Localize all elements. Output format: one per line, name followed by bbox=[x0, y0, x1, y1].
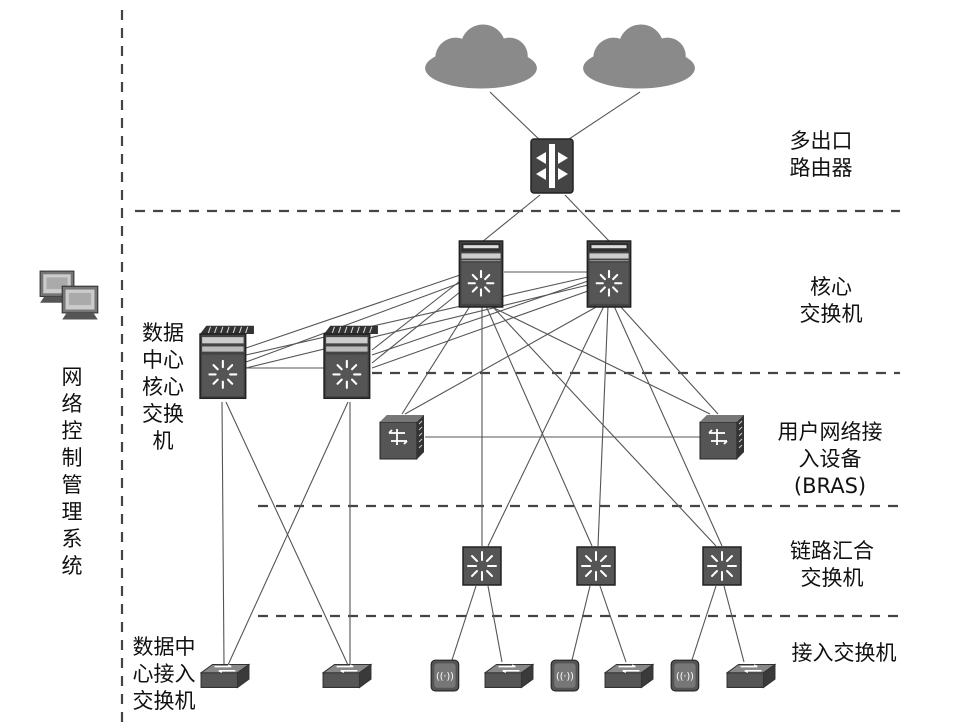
connection-line bbox=[401, 305, 471, 415]
cloud-icon bbox=[583, 24, 695, 89]
connection-line bbox=[245, 284, 589, 369]
connection-line bbox=[597, 305, 609, 547]
core-switch-label: 核心 交换机 bbox=[799, 275, 863, 326]
aggregation-switch-icon bbox=[462, 546, 502, 586]
connection-line bbox=[221, 401, 225, 666]
access-switch-label: 接入交换机 bbox=[791, 641, 897, 665]
dc-core-switch-icon bbox=[322, 324, 380, 400]
access-switch-icon bbox=[726, 663, 776, 689]
access-switch-icon bbox=[484, 663, 534, 689]
connection-line bbox=[245, 282, 461, 363]
connection-line bbox=[371, 280, 461, 351]
access-switch-icon bbox=[604, 663, 654, 689]
connection-line bbox=[371, 291, 461, 364]
connection-line bbox=[564, 194, 611, 243]
connection-line bbox=[371, 280, 589, 356]
connection-line bbox=[481, 194, 541, 243]
connection-line bbox=[571, 585, 591, 661]
wireless-ap-icon bbox=[430, 659, 460, 692]
dc-access-switch-icon bbox=[322, 663, 372, 689]
connection-line bbox=[613, 305, 723, 547]
dc-access-switch-label: 数据中 心接入 交换机 bbox=[132, 635, 196, 713]
connection-line bbox=[491, 305, 717, 547]
management-computers-icon bbox=[39, 270, 99, 321]
connection-line bbox=[485, 305, 593, 547]
network-control-system-label: 网络控制管理系统 bbox=[61, 365, 83, 578]
connection-line bbox=[225, 401, 349, 666]
core-switch-icon bbox=[586, 240, 632, 308]
bras-icon bbox=[379, 414, 425, 460]
bras-icon bbox=[699, 414, 745, 460]
connection-line bbox=[487, 305, 605, 547]
dc-core-switch-label: 数据 中心 核心 交换 机 bbox=[142, 321, 184, 453]
connection-line bbox=[489, 305, 711, 415]
connection-line bbox=[489, 91, 546, 146]
dc-core-switch-icon bbox=[198, 324, 256, 400]
aggregation-switch-icon bbox=[576, 546, 616, 586]
connection-line bbox=[245, 276, 589, 356]
connection-line bbox=[371, 290, 589, 369]
connection-line bbox=[404, 305, 599, 415]
connection-line bbox=[451, 585, 477, 661]
wireless-ap-icon bbox=[550, 659, 580, 692]
cloud-icon bbox=[425, 24, 537, 89]
connection-line bbox=[487, 585, 503, 663]
multi-exit-router-label: 多出口 路由器 bbox=[789, 129, 853, 180]
dc-access-switch-icon bbox=[200, 663, 250, 689]
connection-line bbox=[559, 91, 641, 146]
router-icon bbox=[530, 138, 574, 194]
connection-line bbox=[619, 305, 719, 415]
bras-label: 用户网络接 入设备 (BRAS) bbox=[777, 420, 883, 498]
connection-line bbox=[691, 585, 717, 661]
core-switch-icon bbox=[458, 240, 504, 308]
wireless-ap-icon bbox=[670, 659, 700, 692]
aggregation-switch-label: 链路汇合 交换机 bbox=[790, 539, 874, 590]
connection-line bbox=[599, 585, 627, 663]
connection-line bbox=[227, 401, 349, 666]
connection-line bbox=[245, 274, 461, 349]
aggregation-switch-icon bbox=[702, 546, 742, 586]
connection-line bbox=[723, 585, 745, 663]
